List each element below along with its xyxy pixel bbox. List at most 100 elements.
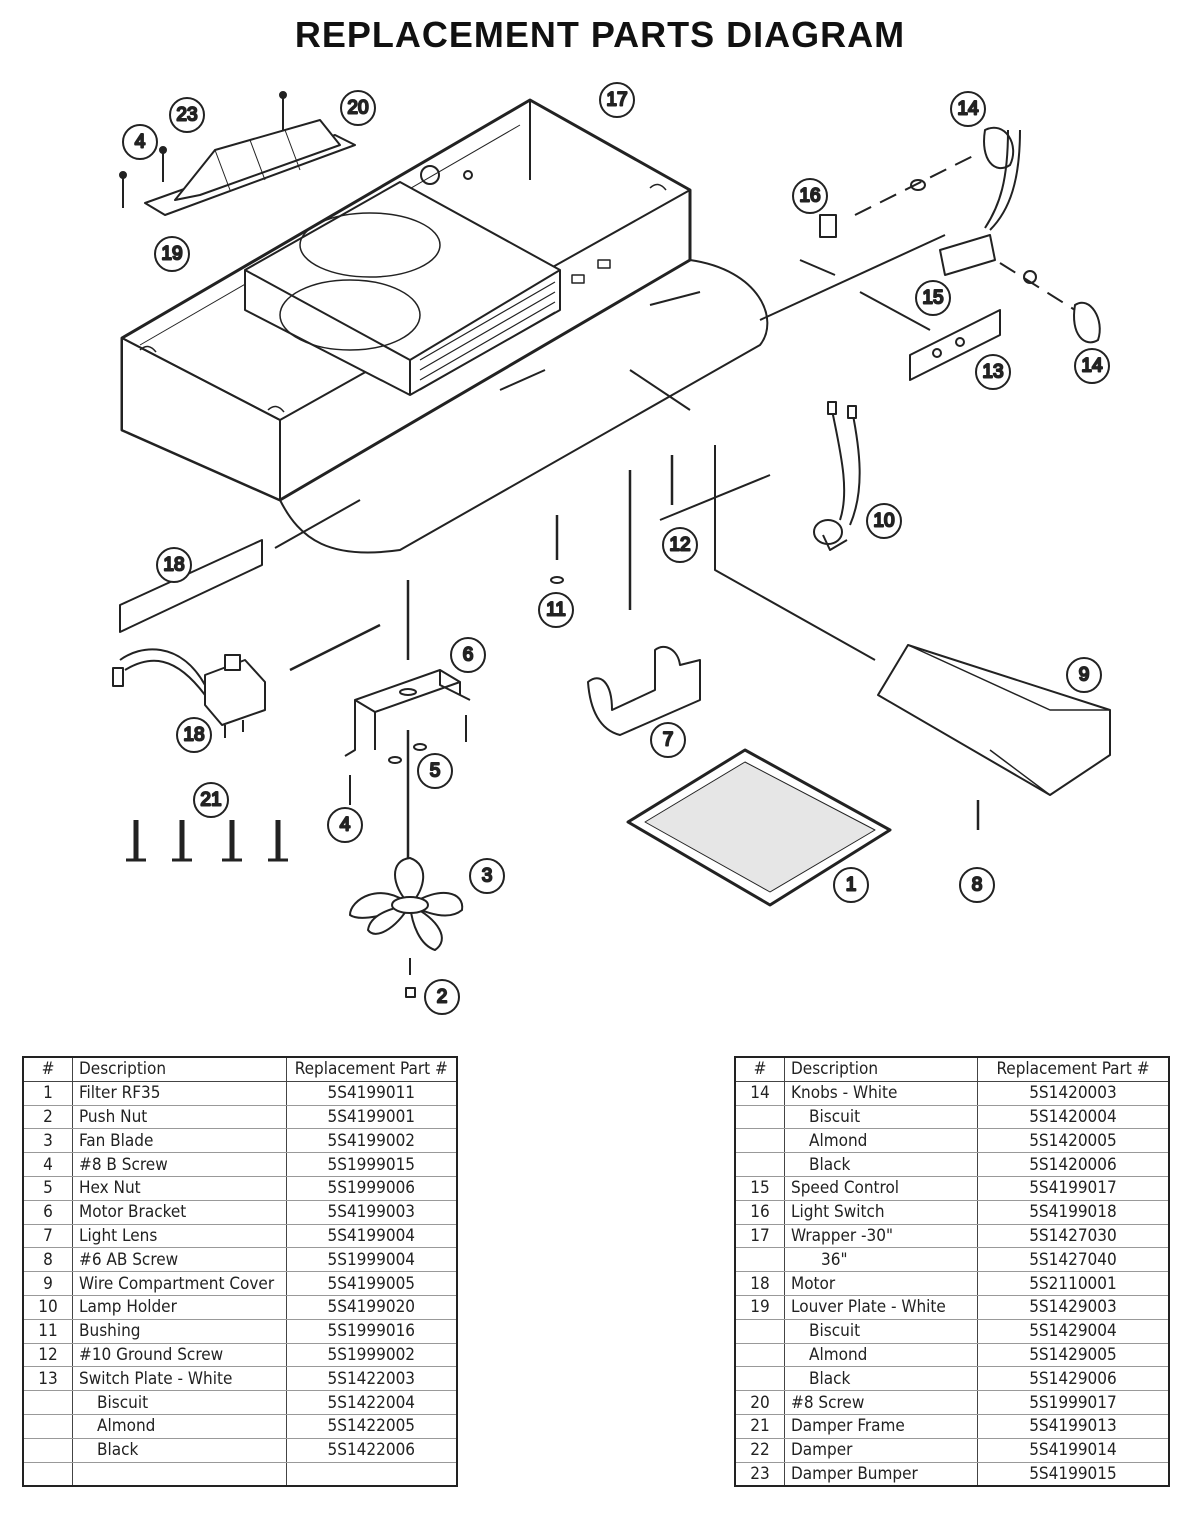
part-number-cell (22, 1390, 73, 1415)
range-hood-wrapper (120, 98, 769, 554)
svg-text:15: 15 (922, 288, 943, 309)
description-cell: Motor Bracket (72, 1200, 287, 1225)
svg-text:11: 11 (546, 600, 566, 621)
lamp-holder (813, 401, 861, 551)
part-number-cell (734, 1366, 785, 1392)
fan-blade (349, 857, 464, 998)
replacement-part-cell: 5S1999016 (285, 1319, 458, 1344)
replacement-part-cell: 5S1999017 (976, 1390, 1170, 1415)
callout-17: 17 (599, 82, 635, 118)
part-number-cell: 16 (734, 1200, 785, 1225)
description-cell: #8 B Screw (72, 1152, 287, 1177)
header-description: Description (72, 1057, 287, 1082)
part-number-cell: 14 (734, 1081, 785, 1106)
svg-text:7: 7 (663, 730, 674, 751)
part-number-cell: 2 (22, 1105, 73, 1130)
callout-4-bottom: 4 (327, 807, 363, 843)
svg-text:18: 18 (163, 555, 184, 576)
part-number-cell: 17 (734, 1224, 785, 1249)
replacement-part-cell: 5S1422004 (285, 1390, 458, 1415)
callout-9: 9 (1066, 657, 1102, 693)
callout-14-bottom: 14 (1074, 348, 1110, 384)
part-number-cell (734, 1319, 785, 1344)
replacement-part-cell: 5S4199013 (976, 1414, 1170, 1439)
damper-assembly (119, 91, 356, 216)
callout-5: 5 (417, 753, 453, 789)
part-number-cell (22, 1438, 73, 1463)
part-number-cell: 23 (734, 1462, 785, 1487)
header-part: Replacement Part # (976, 1057, 1170, 1082)
part-number-cell (734, 1105, 785, 1130)
description-cell: Louver Plate - White (784, 1295, 978, 1320)
wire-compartment-cover (877, 644, 1111, 830)
part-number-cell: 3 (22, 1128, 73, 1154)
part-number-cell: 10 (22, 1295, 73, 1320)
header-description: Description (784, 1057, 978, 1082)
replacement-part-cell: 5S1420005 (976, 1128, 1170, 1154)
svg-text:12: 12 (669, 535, 690, 556)
description-cell: Fan Blade (72, 1128, 287, 1154)
motor (112, 648, 266, 738)
description-cell: Filter RF35 (72, 1081, 287, 1106)
svg-text:19: 19 (161, 244, 182, 265)
page-title: REPLACEMENT PARTS DIAGRAM (294, 14, 906, 55)
replacement-part-cell: 5S1429005 (976, 1343, 1170, 1368)
replacement-part-cell: 5S1429004 (976, 1319, 1170, 1344)
part-number-cell (734, 1152, 785, 1177)
svg-text:3: 3 (482, 866, 493, 887)
callout-14-top: 14 (950, 91, 986, 127)
svg-text:16: 16 (799, 186, 820, 207)
louver-plate (119, 539, 263, 633)
replacement-part-cell: 5S1999002 (285, 1343, 458, 1368)
svg-text:20: 20 (347, 98, 368, 119)
part-number-cell: 22 (734, 1438, 785, 1463)
description-cell: Push Nut (72, 1105, 287, 1130)
description-cell: Wrapper -30" (784, 1224, 978, 1249)
replacement-part-cell: 5S4199005 (285, 1271, 458, 1296)
callout-3: 3 (469, 858, 505, 894)
callout-7: 7 (650, 722, 686, 758)
replacement-part-cell: 5S1420004 (976, 1105, 1170, 1130)
description-cell: Almond (72, 1414, 287, 1439)
callout-20: 21 (193, 782, 229, 818)
header-num: # (22, 1057, 73, 1082)
svg-text:23: 23 (176, 105, 197, 126)
replacement-part-cell: 5S4199017 (976, 1176, 1170, 1201)
svg-text:10: 10 (873, 511, 894, 532)
part-number-cell: 9 (22, 1271, 73, 1296)
svg-text:2: 2 (437, 987, 448, 1008)
description-cell: Almond (784, 1128, 978, 1154)
replacement-part-cell: 5S1429003 (976, 1295, 1170, 1320)
part-number-cell: 20 (734, 1390, 785, 1415)
callout-1: 1 (833, 867, 869, 903)
callout-23: 23 (169, 97, 205, 133)
description-cell (72, 1462, 287, 1487)
callout-11: 11 (538, 592, 574, 628)
callout-2: 2 (424, 979, 460, 1015)
part-number-cell: 13 (22, 1366, 73, 1392)
description-cell: Speed Control (784, 1176, 978, 1201)
svg-text:4: 4 (135, 132, 146, 153)
svg-text:5: 5 (430, 761, 441, 782)
description-cell: Damper Frame (784, 1414, 978, 1439)
description-cell: Light Switch (784, 1200, 978, 1225)
